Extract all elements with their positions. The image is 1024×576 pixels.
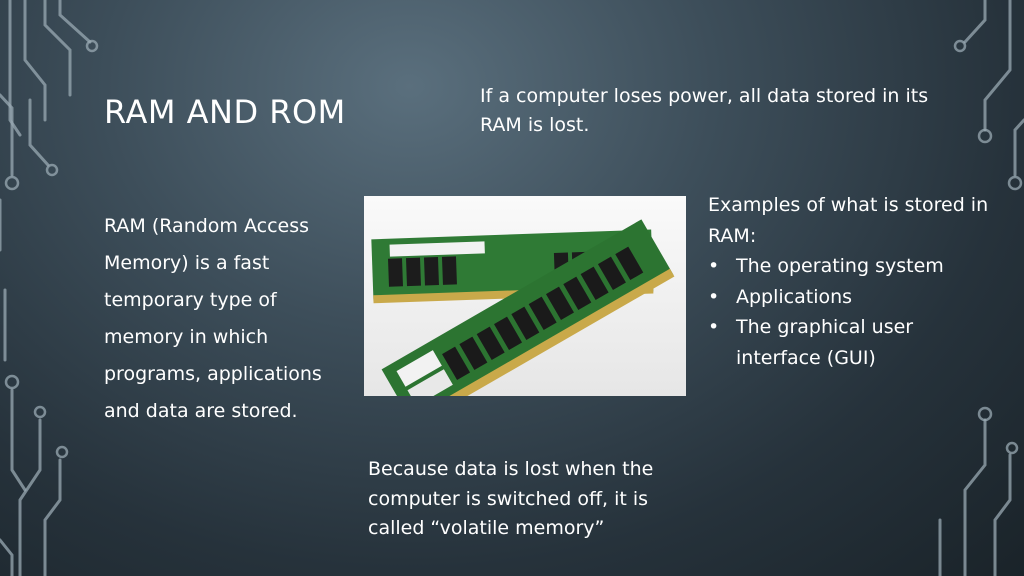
ram-modules-photo	[364, 196, 686, 396]
list-item: The operating system	[708, 251, 998, 282]
ram-modules-illustration	[364, 196, 686, 396]
slide-title: RAM AND ROM	[104, 93, 346, 131]
volatile-memory-note: Because data is lost when the computer i…	[368, 458, 654, 539]
examples-list: The operating system Applications The gr…	[708, 251, 998, 373]
examples-block: Examples of what is stored in RAM: The o…	[708, 190, 998, 373]
list-item: Applications	[708, 282, 998, 313]
list-item: The graphical user interface (GUI)	[708, 312, 998, 373]
examples-heading: Examples of what is stored in RAM:	[708, 194, 989, 247]
power-loss-note: If a computer loses power, all data stor…	[480, 85, 929, 136]
ram-definition-text: RAM (Random Access Memory) is a fast tem…	[104, 215, 322, 422]
